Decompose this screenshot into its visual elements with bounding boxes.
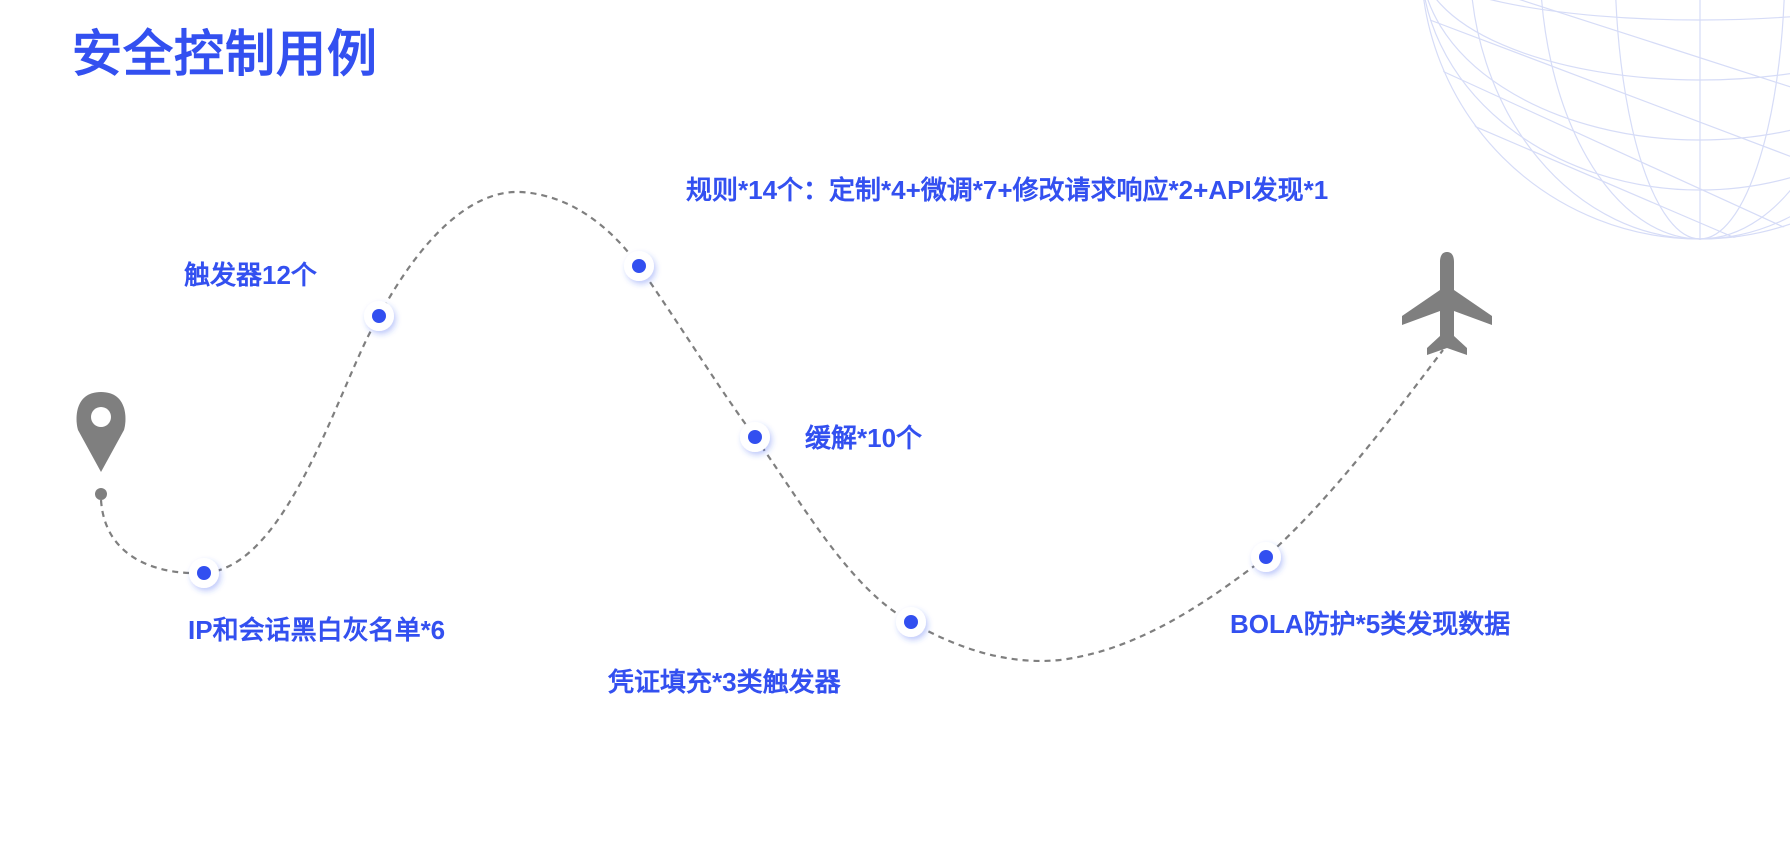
airplane-icon <box>1402 252 1492 355</box>
milestone-label-triggers: 触发器12个 <box>184 260 317 290</box>
dashed-route <box>99 190 1444 663</box>
milestone-node <box>740 422 770 452</box>
map-pin-icon <box>76 392 126 500</box>
milestone-node <box>189 558 219 588</box>
milestone-node <box>1251 542 1281 572</box>
milestone-label-credential-stuffing: 凭证填充*3类触发器 <box>608 667 841 697</box>
milestone-node <box>364 301 394 331</box>
milestone-node <box>896 607 926 637</box>
milestone-label-rules: 规则*14个：定制*4+微调*7+修改请求响应*2+API发现*1 <box>686 175 1329 205</box>
milestone-label-bola: BOLA防护*5类发现数据 <box>1230 609 1511 639</box>
milestone-node <box>624 251 654 281</box>
globe-decoration <box>1420 0 1790 240</box>
milestone-label-blacklist: IP和会话黑白灰名单*6 <box>188 615 446 645</box>
milestone-nodes <box>189 251 1281 637</box>
milestone-label-mitigations: 缓解*10个 <box>805 423 923 453</box>
page-title: 安全控制用例 <box>72 26 378 82</box>
